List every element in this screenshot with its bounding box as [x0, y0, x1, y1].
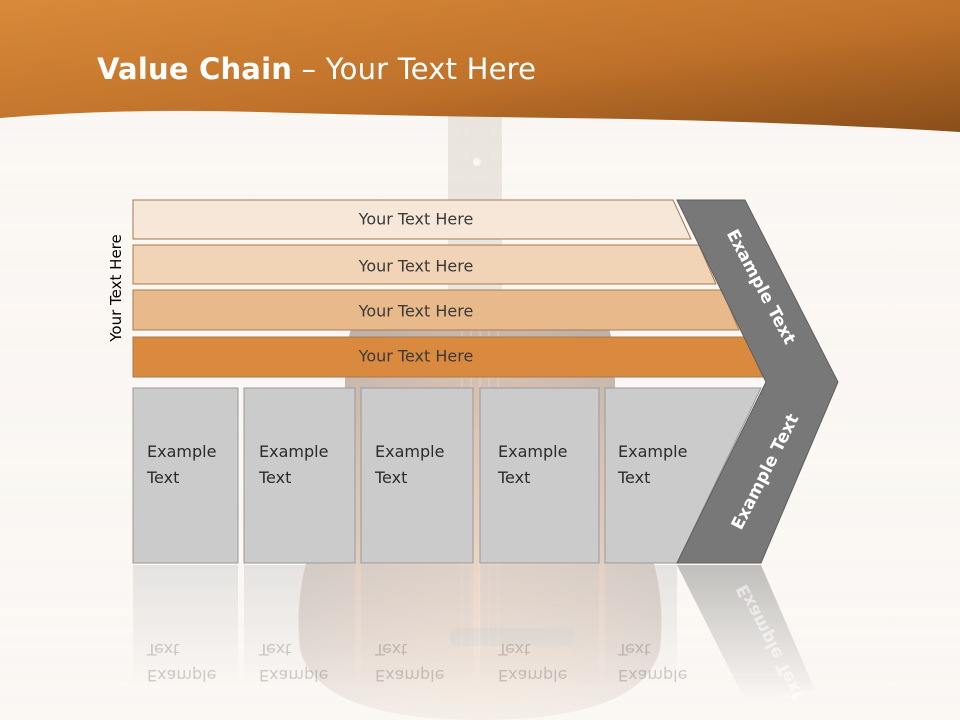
bar-3-label: Your Text Here [358, 301, 474, 321]
block-4-reflection-line1: Example [498, 666, 568, 685]
block-1 [132, 387, 239, 564]
block-2-reflection-line2: Text [259, 640, 292, 659]
block-4-line1: Example [498, 442, 568, 461]
block-2-reflection: Example Text [259, 636, 349, 688]
side-label: Your Text Here [107, 234, 125, 342]
block-5-line2: Text [618, 468, 651, 487]
title-bold: Value Chain [97, 52, 293, 86]
block-3-line1: Example [375, 442, 445, 461]
block-4 [479, 387, 600, 564]
bar-2 [132, 244, 717, 285]
bar-2-label: Your Text Here [358, 256, 474, 276]
block-2-line2: Text [259, 468, 292, 487]
header-band [0, 0, 960, 132]
block-5-reflection-line1: Example [618, 666, 688, 685]
block-3 [360, 387, 474, 564]
block-5-reflection: Example Text [618, 636, 708, 688]
bars-group [132, 199, 764, 378]
blocks-reflection [133, 565, 677, 685]
block-1-reflection-line1: Example [147, 666, 217, 685]
block-3-reflection-line1: Example [375, 666, 445, 685]
block-2-line1: Example [259, 442, 329, 461]
chevron-reflection [677, 565, 815, 700]
block-1-reflection: Example Text [147, 636, 237, 688]
block-4-line2: Text [498, 468, 531, 487]
chevron-arrow [676, 199, 839, 564]
block-4-reflection-line2: Text [498, 640, 531, 659]
block-1-line1: Example [147, 442, 217, 461]
block-5-line1: Example [618, 442, 688, 461]
block-2-reflection-line1: Example [259, 666, 329, 685]
bar-3 [132, 289, 740, 331]
block-5-reflection-line2: Text [618, 640, 651, 659]
blocks-group [132, 387, 762, 564]
bar-1-label: Your Text Here [358, 209, 474, 229]
block-2 [243, 387, 356, 564]
block-1-reflection-line2: Text [147, 640, 180, 659]
page-title: Value Chain – Your Text Here [97, 52, 536, 86]
bar-1 [132, 199, 692, 240]
bar-4-label: Your Text Here [358, 346, 474, 366]
block-4-reflection: Example Text [498, 636, 588, 688]
block-3-reflection-line2: Text [375, 640, 408, 659]
title-rest: – Your Text Here [292, 52, 537, 86]
block-3-reflection: Example Text [375, 636, 465, 688]
block-1-line2: Text [147, 468, 180, 487]
block-3-line2: Text [375, 468, 408, 487]
